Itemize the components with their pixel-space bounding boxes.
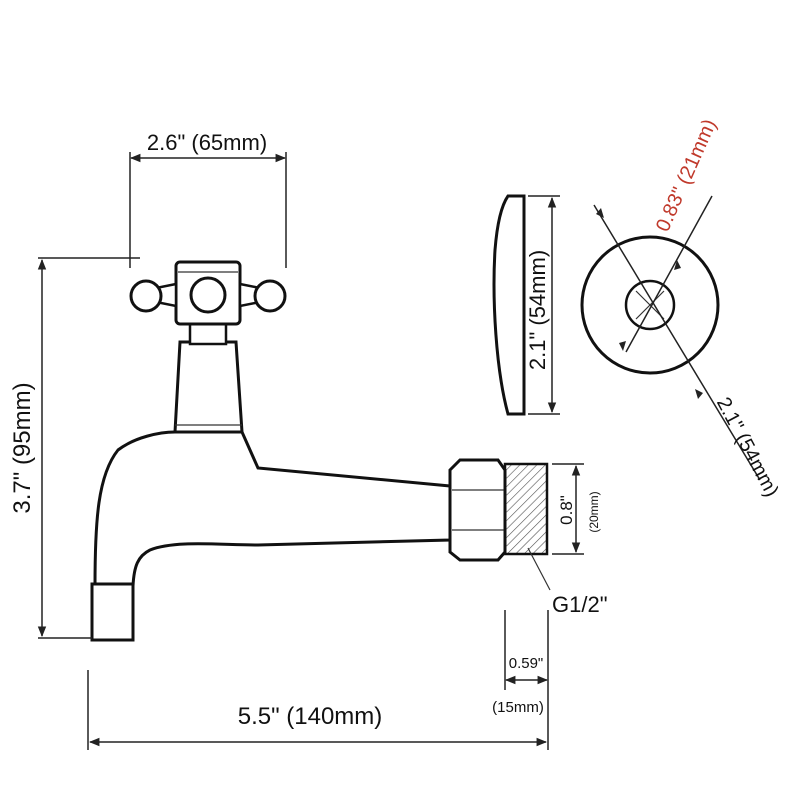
neck-collar xyxy=(173,340,244,434)
total-length-dimension: 5.5" (140mm) xyxy=(87,610,549,750)
spout-nozzle xyxy=(90,582,135,642)
handle-right-ball xyxy=(253,279,287,313)
faucet-side-view xyxy=(90,260,549,642)
flange-front-view: 0.83" (21mm) 2.1" (54mm) xyxy=(580,116,783,501)
thread-diameter-dimension: 0.8" (20mm) xyxy=(552,463,601,555)
total-length-label: 5.5" (140mm) xyxy=(238,703,383,730)
flange-height-label: 2.1" (54mm) xyxy=(525,250,550,370)
thread-diameter-in-label: 0.8" xyxy=(557,495,576,525)
flange-diameter-leader xyxy=(593,204,761,481)
thread-spec-label: G1/2" xyxy=(552,592,608,617)
hex-nut xyxy=(448,458,507,562)
handle-left-ball xyxy=(129,279,163,313)
total-height-label: 3.7" (95mm) xyxy=(9,382,36,513)
flange-diameter-label: 2.1" (54mm) xyxy=(712,394,783,501)
thread-length-mm-label: (15mm) xyxy=(492,699,544,716)
flange-profile xyxy=(492,194,526,416)
handle-width-label: 2.6" (65mm) xyxy=(147,130,267,155)
spout-body xyxy=(93,430,452,588)
hole-diameter-leader xyxy=(625,195,713,353)
thread-length-in-label: 0.59" xyxy=(509,655,544,672)
handle-center-knob xyxy=(189,276,227,314)
thread-diameter-mm-label: (20mm) xyxy=(587,491,601,532)
total-height-dimension: 3.7" (95mm) xyxy=(9,257,140,639)
thread-length-dimension: 0.59" (15mm) xyxy=(492,610,549,716)
handle-width-dimension: 2.6" (65mm) xyxy=(129,130,287,268)
flange-side-view: 2.1" (54mm) xyxy=(492,194,560,416)
thread-spec-callout: G1/2" xyxy=(527,547,608,617)
threaded-end xyxy=(503,462,549,556)
hole-diameter-label: 0.83" (21mm) xyxy=(652,116,721,235)
